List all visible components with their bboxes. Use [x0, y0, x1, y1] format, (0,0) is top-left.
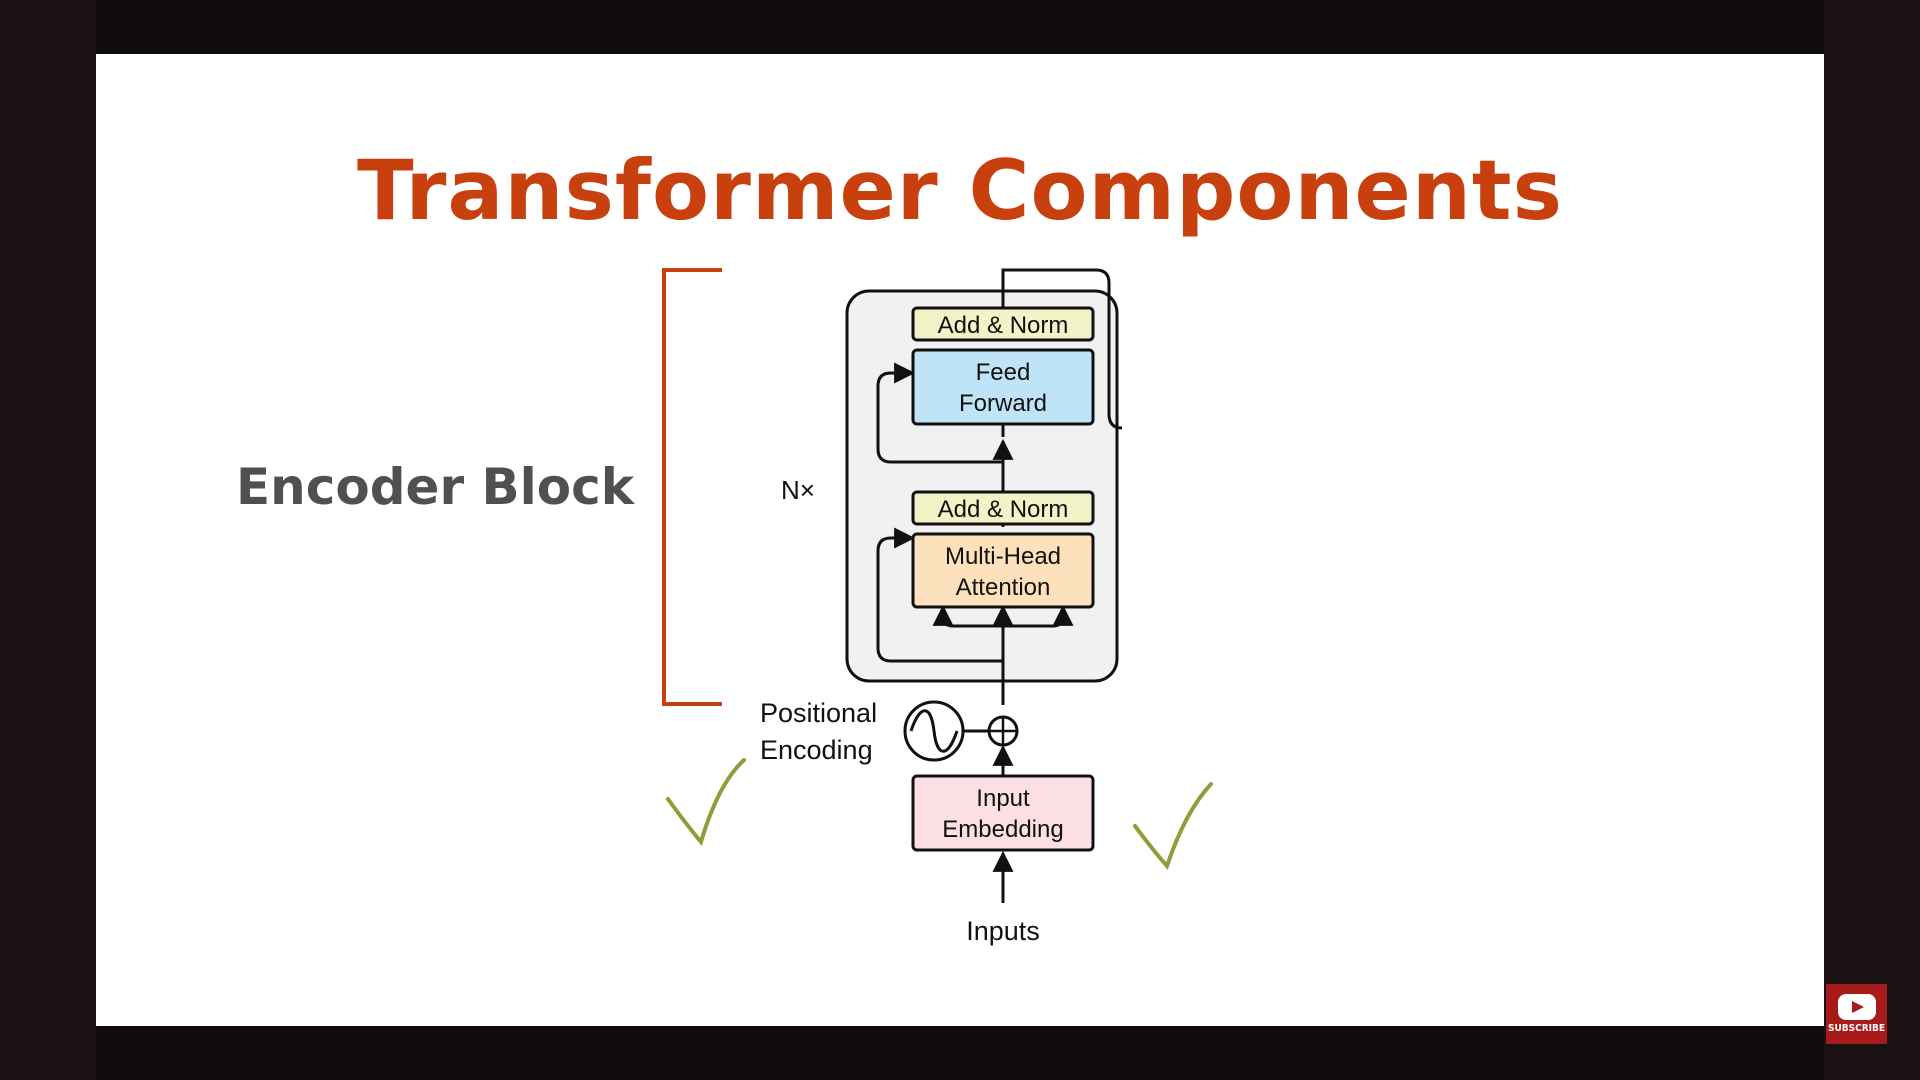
subscribe-badge[interactable]: SUBSCRIBE [1826, 984, 1887, 1044]
slide-title: Transformer Components [356, 142, 1563, 239]
slide: Transformer Components Encoder Block Add… [96, 54, 1824, 1026]
positional-encoding-line2: Encoding [760, 735, 873, 765]
feed-forward-line1: Feed [976, 359, 1031, 386]
add-norm-bottom-box [911, 490, 1095, 526]
output-line [1001, 268, 1123, 430]
inputs-label: Inputs [966, 916, 1040, 946]
left-border [0, 0, 96, 1080]
residual-upper [876, 362, 1003, 464]
encoder-block-label: Encoder Block [236, 458, 634, 516]
add-norm-top-label: Add & Norm [938, 312, 1069, 339]
feed-forward-line2: Forward [959, 390, 1047, 417]
nx-label: N× [781, 475, 815, 505]
transformer-encoder-diagram: Add & Norm Feed Forward Add & Norm Multi… [662, 268, 1213, 946]
positional-encoding-line1: Positional [760, 698, 877, 728]
add-norm-bottom-label: Add & Norm [938, 496, 1069, 523]
checkmark-right-icon [1133, 782, 1213, 870]
multi-head-attention-box [911, 532, 1095, 609]
subscribe-label: SUBSCRIBE [1828, 1023, 1885, 1034]
sine-wave-curve [909, 709, 959, 753]
encoder-bracket [662, 268, 722, 706]
right-border [1824, 0, 1920, 1080]
input-embedding-line1: Input [976, 785, 1030, 812]
mha-line1: Multi-Head [945, 543, 1061, 570]
mha-line2: Attention [956, 574, 1051, 601]
youtube-play-icon [1837, 994, 1876, 1020]
checkmark-left-icon [666, 758, 746, 847]
input-embedding-line2: Embedding [942, 816, 1063, 843]
input-embedding-box [911, 774, 1095, 852]
residual-lower [876, 527, 1003, 663]
feed-forward-box [911, 348, 1095, 426]
add-norm-top-box [911, 306, 1095, 342]
